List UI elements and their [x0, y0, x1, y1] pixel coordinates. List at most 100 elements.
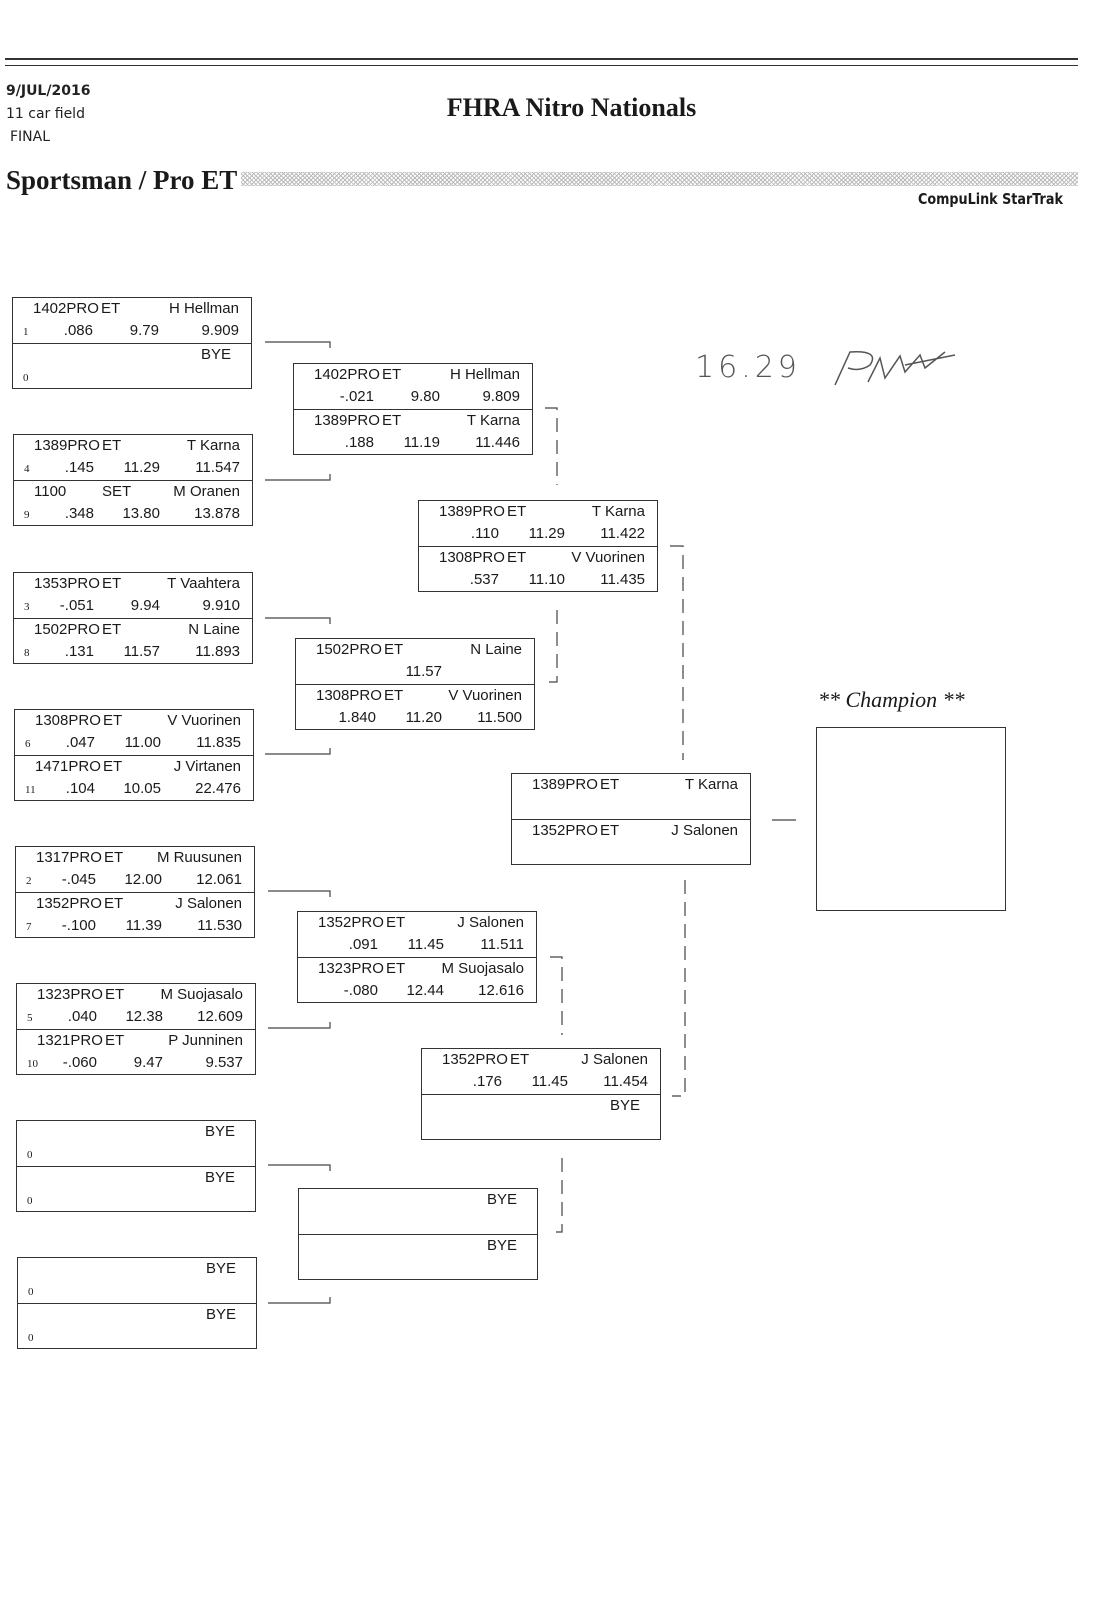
racer-cls: ET — [600, 822, 620, 839]
racer-seed: 0 — [27, 1149, 33, 1161]
racer-et: 11.57 — [123, 643, 160, 660]
racer-seed: 0 — [28, 1332, 34, 1344]
racer-name: J Salonen — [457, 914, 524, 931]
racer-rt: .104 — [65, 780, 95, 797]
racer-seed: 11 — [25, 784, 36, 796]
racer-seed: 0 — [27, 1195, 33, 1207]
racer-et: 11.39 — [125, 917, 162, 934]
racer-seed: 1 — [23, 326, 29, 338]
champion-box — [816, 727, 1006, 911]
racer-rt: -.021 — [339, 388, 374, 405]
racer-car: 1100 — [34, 483, 67, 500]
racer-total: 11.422 — [600, 525, 645, 542]
racer-total: 9.910 — [202, 597, 240, 614]
racer-car: 1352PRO — [36, 895, 102, 912]
racer-car: 1389PRO — [439, 503, 505, 520]
racer-name: N Laine — [470, 641, 522, 658]
racer-et: 11.20 — [405, 709, 442, 726]
racer-car: 1323PRO — [37, 986, 103, 1003]
division-title: Sportsman / Pro ET — [6, 165, 242, 196]
racer-cls: SET — [102, 483, 132, 500]
racer-rt: .040 — [67, 1008, 97, 1025]
bye-label: BYE — [609, 1097, 640, 1114]
racer-et: 11.57 — [405, 663, 442, 680]
bye-label: BYE — [204, 1123, 235, 1140]
racer-et: 10.05 — [123, 780, 161, 797]
racer-et: 9.47 — [133, 1054, 163, 1071]
racer-name: T Karna — [684, 776, 738, 793]
racer-name: T Vaahtera — [167, 575, 240, 592]
racer-rt: .537 — [469, 571, 499, 588]
racer-cls: ET — [384, 687, 404, 704]
racer-seed: 0 — [28, 1286, 34, 1298]
lane-b: BYE — [422, 1094, 660, 1141]
racer-seed: 8 — [24, 647, 30, 659]
racer-car: 1402PRO — [33, 300, 99, 317]
racer-et: 9.94 — [130, 597, 160, 614]
racer-total: 11.530 — [197, 917, 242, 934]
racer-et: 9.80 — [410, 388, 440, 405]
racer-seed: 0 — [23, 372, 29, 384]
racer-car: 1352PRO — [532, 822, 598, 839]
racer-car: 1321PRO — [37, 1032, 103, 1049]
racer-car: 1308PRO — [316, 687, 382, 704]
racer-total: 11.446 — [475, 434, 520, 451]
racer-name: J Salonen — [581, 1051, 648, 1068]
racer-cls: ET — [102, 437, 122, 454]
racer-name: H Hellman — [168, 300, 239, 317]
racer-cls: ET — [386, 914, 406, 931]
racer-cls: ET — [103, 712, 123, 729]
racer-rt: .091 — [348, 936, 378, 953]
racer-car: 1389PRO — [532, 776, 598, 793]
racer-et: 11.00 — [124, 734, 161, 751]
racer-name: J Salonen — [175, 895, 242, 912]
bye-label: BYE — [200, 346, 231, 363]
racer-et: 11.29 — [123, 459, 160, 476]
header-rule — [5, 65, 1078, 66]
handwritten-time: 16.29 — [695, 350, 801, 385]
racer-seed: 7 — [26, 921, 32, 933]
racer-total: 9.909 — [201, 322, 239, 339]
bye-label: BYE — [204, 1169, 235, 1186]
field-size: 11 car field — [6, 106, 85, 122]
lane-b: BYE 0 — [17, 1166, 255, 1213]
racer-seed: 5 — [27, 1012, 33, 1024]
racer-rt: .086 — [63, 322, 93, 339]
racer-total: 12.061 — [196, 871, 242, 888]
racer-cls: ET — [507, 549, 527, 566]
brand-label: CompuLink StarTrak — [918, 190, 1063, 208]
racer-rt: .176 — [472, 1073, 502, 1090]
racer-et: 11.45 — [531, 1073, 568, 1090]
lane-a: BYE — [299, 1189, 537, 1235]
champion-label: ** Champion ** — [818, 687, 965, 712]
racer-total: 11.893 — [195, 643, 240, 660]
racer-name: M Suojasalo — [441, 960, 524, 977]
racer-car: 1502PRO — [34, 621, 100, 638]
title-hatch-bar — [240, 172, 1078, 186]
racer-total: 9.809 — [482, 388, 520, 405]
racer-seed: 6 — [25, 738, 31, 750]
racer-et: 11.10 — [528, 571, 565, 588]
racer-cls: ET — [102, 621, 122, 638]
bracket-status: FINAL — [10, 129, 51, 145]
racer-rt: .348 — [64, 505, 94, 522]
